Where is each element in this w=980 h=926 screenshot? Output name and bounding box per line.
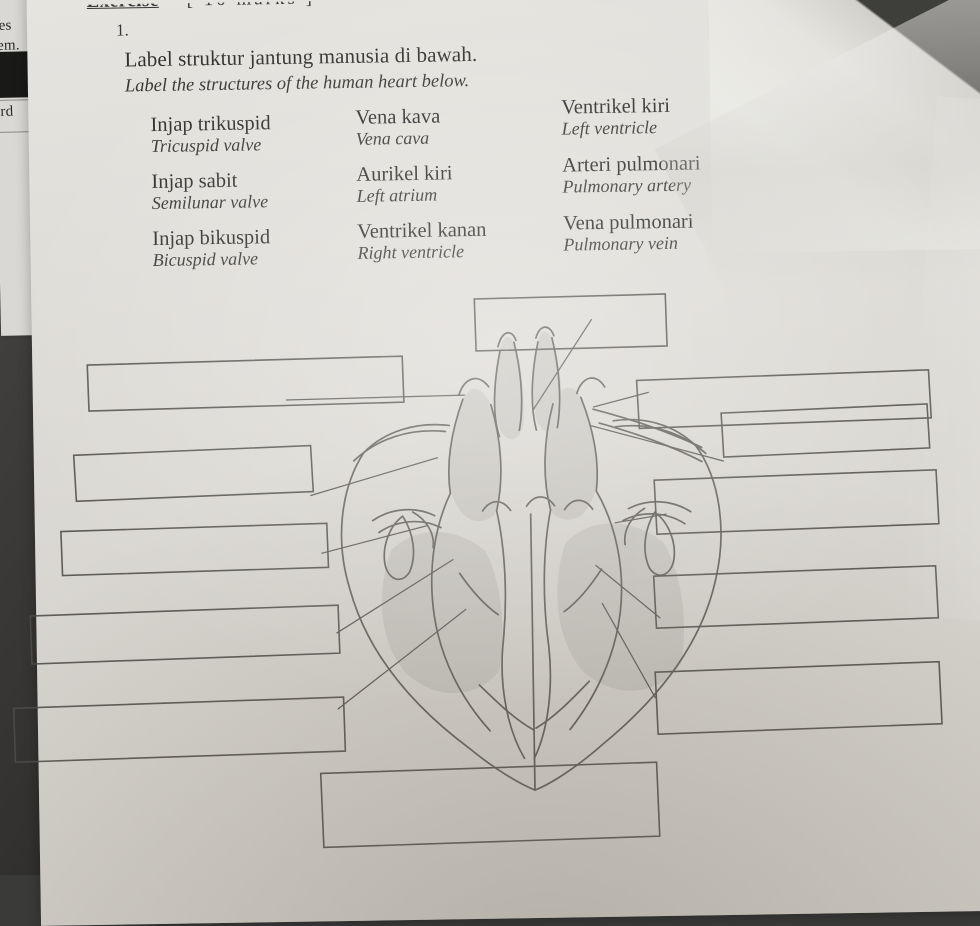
leader-left-4 (336, 558, 454, 634)
leader-top-center (532, 318, 593, 411)
leader-right-4 (595, 564, 661, 619)
leader-left-5 (337, 608, 467, 710)
underlying-fragment-third: rd (0, 103, 14, 120)
heart-diagram (12, 0, 980, 926)
leader-right-3 (614, 513, 667, 524)
leader-bottom-center (533, 744, 536, 791)
underlying-fragment-top: es (0, 17, 12, 34)
left-av-valve (383, 515, 415, 581)
leader-right-5 (601, 602, 657, 699)
leader-left-1 (285, 394, 465, 401)
leader-lines (285, 318, 725, 791)
leader-right-1 (592, 391, 649, 408)
heart-fill (381, 331, 684, 694)
worksheet-sheet: Exercise [ 10 marks ] 1. Label struktur … (12, 0, 980, 926)
leader-left-2 (310, 456, 438, 497)
leader-right-2 (589, 424, 725, 462)
leader-left-3 (321, 525, 428, 555)
